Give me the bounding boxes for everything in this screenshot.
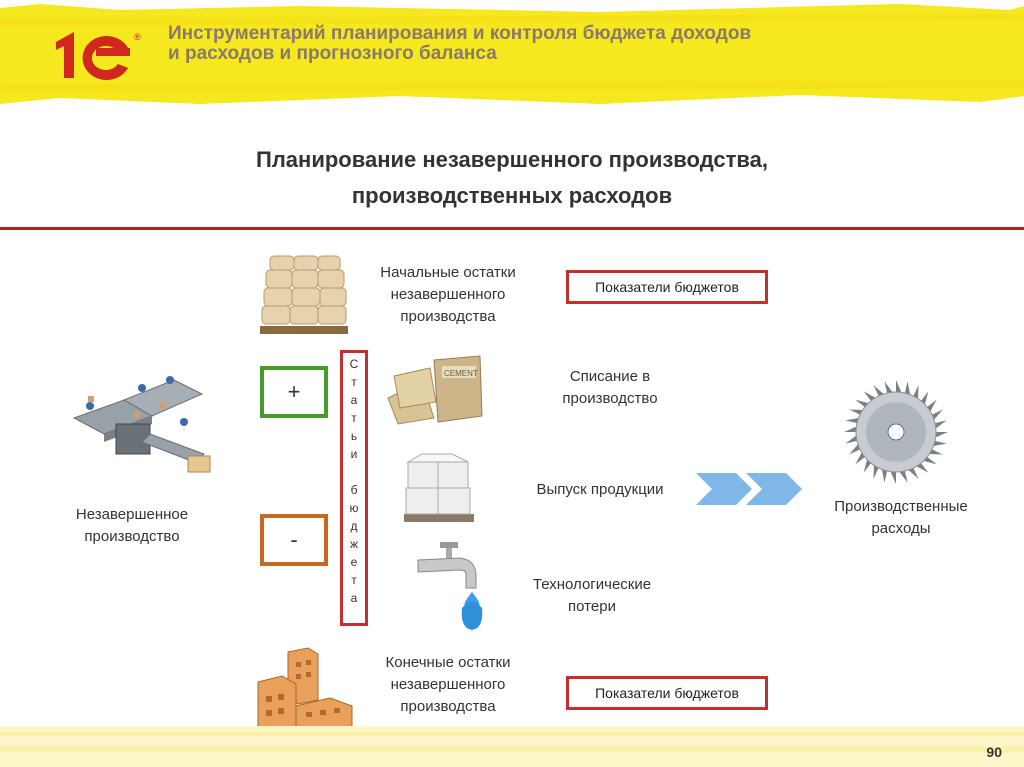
svg-text:®: ®: [134, 32, 141, 42]
boxes-pallet-icon: [404, 453, 474, 522]
1c-logo: ®: [56, 32, 141, 80]
production-costs-label: Производственные расходы: [834, 498, 968, 537]
saw-tooth: [845, 417, 859, 424]
output-label: Выпуск продукции: [536, 481, 664, 498]
saw-tooth: [849, 444, 860, 455]
saw-tooth: [855, 399, 869, 408]
saw-tooth: [863, 391, 876, 401]
saw-tooth: [863, 459, 872, 473]
saw-tooth: [855, 452, 865, 465]
bricks-icon: [257, 647, 353, 737]
saw-tooth: [916, 463, 929, 473]
production-line-icon: [72, 376, 211, 473]
saw-tooth: [896, 380, 902, 393]
saw-tooth: [849, 409, 863, 415]
minus-box: -: [260, 514, 328, 566]
saw-tooth: [920, 391, 929, 405]
saw-tooth: [890, 471, 896, 484]
closing-balance-label: Конечные остатки незавершенного производ…: [385, 654, 511, 715]
saw-tooth: [844, 426, 857, 432]
saw-tooth: [845, 435, 858, 444]
saw-tooth: [881, 469, 888, 483]
saw-tooth: [929, 449, 943, 455]
saw-tooth: [904, 381, 911, 395]
saw-tooth: [884, 381, 893, 394]
budget-items-vertical-box: С т а т ь и б ю д ж е т а: [340, 350, 368, 626]
slide-title-line-1: Планирование незавершенного производства…: [256, 147, 768, 172]
cement-sacks-icon: CEMENT: [387, 355, 483, 425]
budget-indicators-box-bottom: Показатели бюджетов: [566, 676, 768, 710]
svg-text:CEMENT: CEMENT: [444, 369, 478, 378]
writeoff-label: Списание в производство: [562, 368, 658, 407]
header-banner: [0, 4, 1024, 104]
wip-label: Незавершенное производство: [75, 506, 189, 545]
double-chevron-arrow-icon: [696, 473, 802, 505]
saw-tooth: [873, 385, 884, 396]
saw-tooth: [932, 409, 943, 420]
header-title: Инструментарий планирования и контроля б…: [168, 23, 752, 64]
opening-balance-label: Начальные остатки незавершенного произво…: [380, 264, 516, 325]
saw-tooth: [899, 470, 908, 483]
budget-indicators-box-top: Показатели бюджетов: [566, 270, 768, 304]
saw-tooth: [923, 456, 937, 465]
title-divider: [0, 227, 1024, 230]
saw-blade-icon: [844, 380, 948, 484]
saw-tooth: [908, 468, 919, 479]
saw-tooth: [913, 385, 919, 399]
slide-title: Планирование незавершенного производства…: [130, 142, 894, 214]
slide-title-line-2: производственных расходов: [351, 183, 673, 208]
footer-banner: [0, 726, 1024, 767]
saw-tooth: [934, 420, 947, 429]
saw-tooth: [873, 465, 879, 479]
page-number: 90: [986, 744, 1002, 760]
water-faucet-icon: [417, 542, 483, 630]
cement-bags-pallet-icon: [260, 255, 348, 334]
saw-tooth: [933, 440, 947, 447]
saw-tooth: [935, 432, 948, 438]
plus-box: +: [260, 366, 328, 418]
saw-tooth: [927, 399, 937, 412]
losses-label: Технологические потери: [532, 576, 652, 615]
